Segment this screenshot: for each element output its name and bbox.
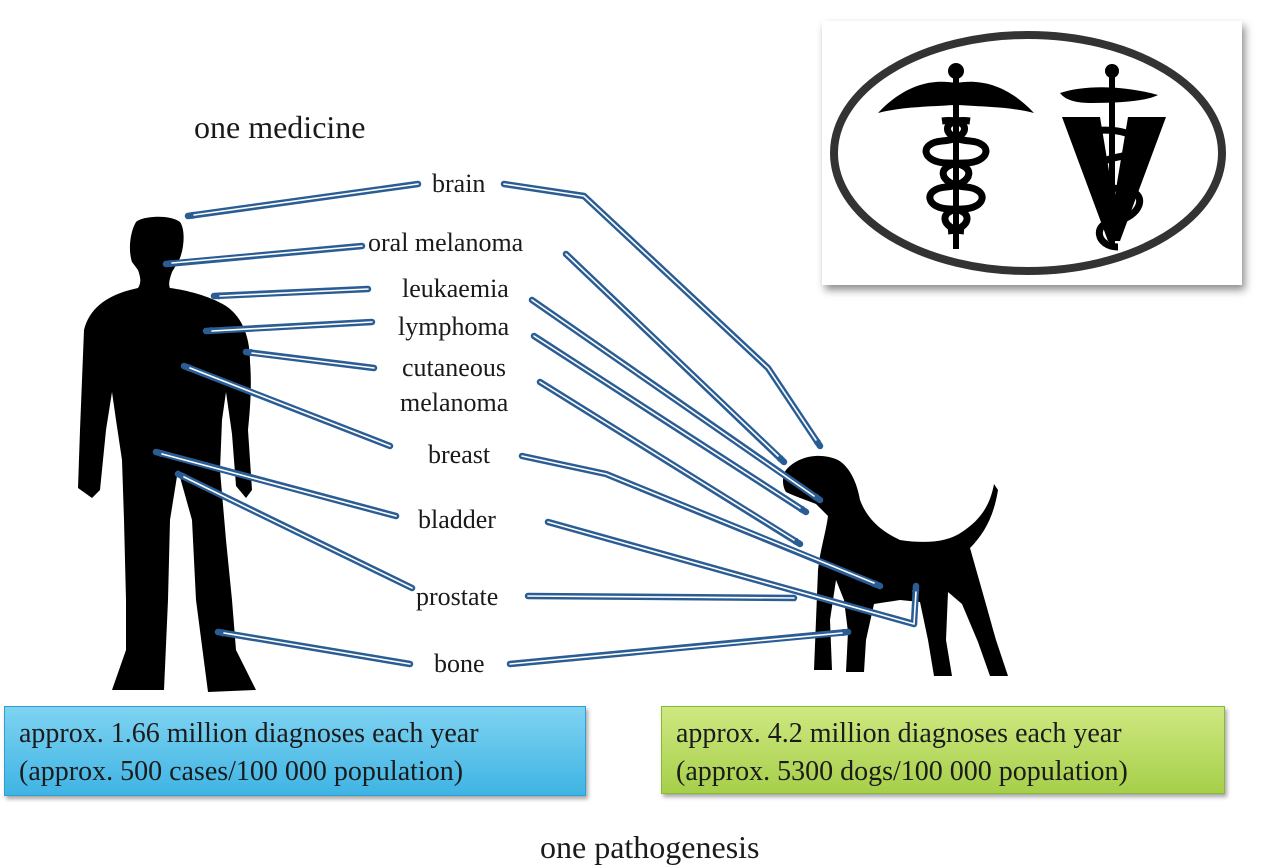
human-stat-line2: (approx. 500 cases/100 000 population) (19, 756, 464, 787)
medicine-logo-panel (822, 21, 1242, 285)
caduceus-icon (878, 63, 1034, 249)
logo-oval (830, 31, 1226, 275)
label-bone: bone (434, 649, 485, 678)
label-leukaemia: leukaemia (402, 274, 509, 303)
label-bladder: bladder (418, 505, 496, 534)
human-stat-line1: approx. 1.66 million diagnoses each year (19, 718, 479, 749)
dog-statistics-box: approx. 4.2 million diagnoses each year … (661, 706, 1225, 794)
human-statistics-box: approx. 1.66 million diagnoses each year… (4, 706, 586, 796)
label-oral-melanoma: oral melanoma (368, 228, 524, 257)
dog-silhouette-icon (783, 455, 1008, 676)
dog-stat-line1: approx. 4.2 million diagnoses each year (676, 718, 1122, 749)
arrow-highlight-group (161, 183, 917, 665)
title-one-pathogenesis: one pathogenesis (540, 829, 760, 865)
veterinary-v-icon (1060, 64, 1166, 251)
dog-stat-line2: (approx. 5300 dogs/100 000 population) (676, 756, 1128, 787)
label-cutaneous: cutaneous (402, 353, 506, 382)
label-breast: breast (428, 440, 491, 469)
title-one-medicine: one medicine (194, 109, 365, 145)
label-melanoma: melanoma (400, 388, 509, 417)
label-prostate: prostate (416, 582, 498, 611)
logo-svg (830, 31, 1226, 275)
label-lymphoma: lymphoma (398, 312, 510, 341)
label-brain: brain (432, 169, 485, 198)
